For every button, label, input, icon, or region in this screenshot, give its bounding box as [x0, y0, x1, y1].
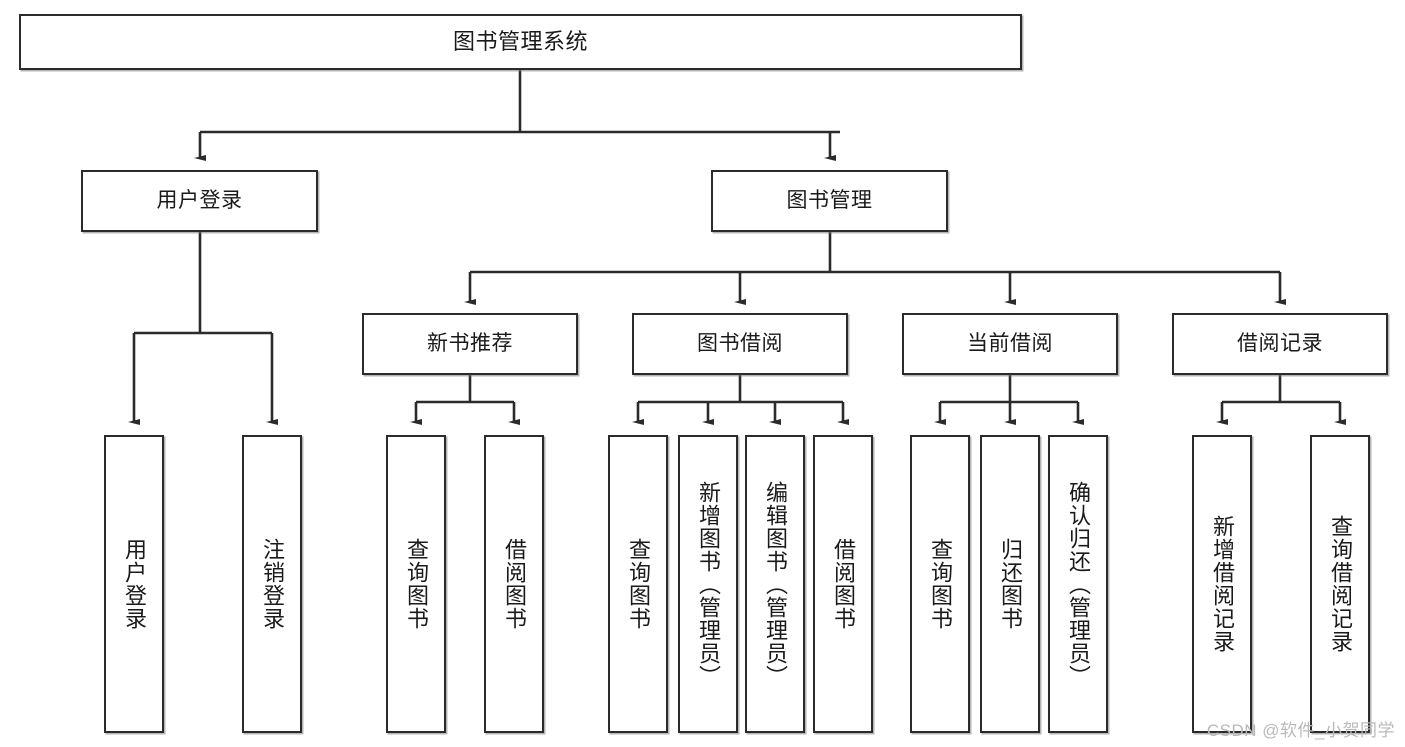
node-label: 查询借阅记录	[1327, 515, 1353, 653]
node-label: 借阅图书	[830, 538, 856, 630]
node-label: 归还图书	[997, 538, 1023, 630]
node-root-system[interactable]: 图书管理系统	[19, 14, 1022, 70]
node-label: 查询图书	[625, 538, 651, 630]
node-label: 用户登录	[121, 538, 147, 630]
node-label: 借阅图书	[501, 538, 527, 630]
node-leaf-borrow-book-1[interactable]: 借阅图书	[484, 435, 544, 733]
node-leaf-return-book[interactable]: 归还图书	[980, 435, 1040, 733]
node-label: 编辑图书（管理员）	[762, 480, 788, 688]
node-leaf-query-book-3[interactable]: 查询图书	[910, 435, 970, 733]
node-leaf-borrow-book-2[interactable]: 借阅图书	[813, 435, 873, 733]
node-label: 图书管理	[786, 189, 873, 213]
node-leaf-query-book-2[interactable]: 查询图书	[608, 435, 668, 733]
node-label: 确认归还（管理员）	[1065, 480, 1091, 688]
node-user-login[interactable]: 用户登录	[81, 170, 318, 232]
node-label: 新增借阅记录	[1209, 515, 1235, 653]
node-label: 查询图书	[403, 538, 429, 630]
node-leaf-user-login[interactable]: 用户登录	[104, 435, 164, 733]
node-current-borrow[interactable]: 当前借阅	[902, 313, 1118, 375]
node-book-borrow[interactable]: 图书借阅	[632, 313, 848, 375]
node-leaf-query-book-1[interactable]: 查询图书	[386, 435, 446, 733]
node-label: 图书管理系统	[452, 28, 588, 54]
watermark-text: CSDN @软件_小贺同学	[1206, 721, 1395, 740]
node-leaf-confirm-return[interactable]: 确认归还（管理员）	[1048, 435, 1108, 733]
node-new-book-recommend[interactable]: 新书推荐	[362, 313, 578, 375]
node-label: 当前借阅	[967, 332, 1053, 356]
node-label: 图书借阅	[697, 332, 783, 356]
node-leaf-add-record[interactable]: 新增借阅记录	[1192, 435, 1252, 733]
node-book-management[interactable]: 图书管理	[711, 170, 948, 232]
node-label: 用户登录	[156, 189, 243, 213]
node-leaf-edit-book[interactable]: 编辑图书（管理员）	[745, 435, 805, 733]
node-leaf-logout[interactable]: 注销登录	[242, 435, 302, 733]
node-label: 新书推荐	[427, 332, 513, 356]
node-label: 新增图书（管理员）	[695, 480, 721, 688]
node-leaf-query-record[interactable]: 查询借阅记录	[1310, 435, 1370, 733]
node-label: 注销登录	[259, 538, 285, 630]
node-leaf-add-book[interactable]: 新增图书（管理员）	[678, 435, 738, 733]
node-borrow-record[interactable]: 借阅记录	[1172, 313, 1388, 375]
node-label: 借阅记录	[1237, 332, 1323, 356]
node-label: 查询图书	[927, 538, 953, 630]
